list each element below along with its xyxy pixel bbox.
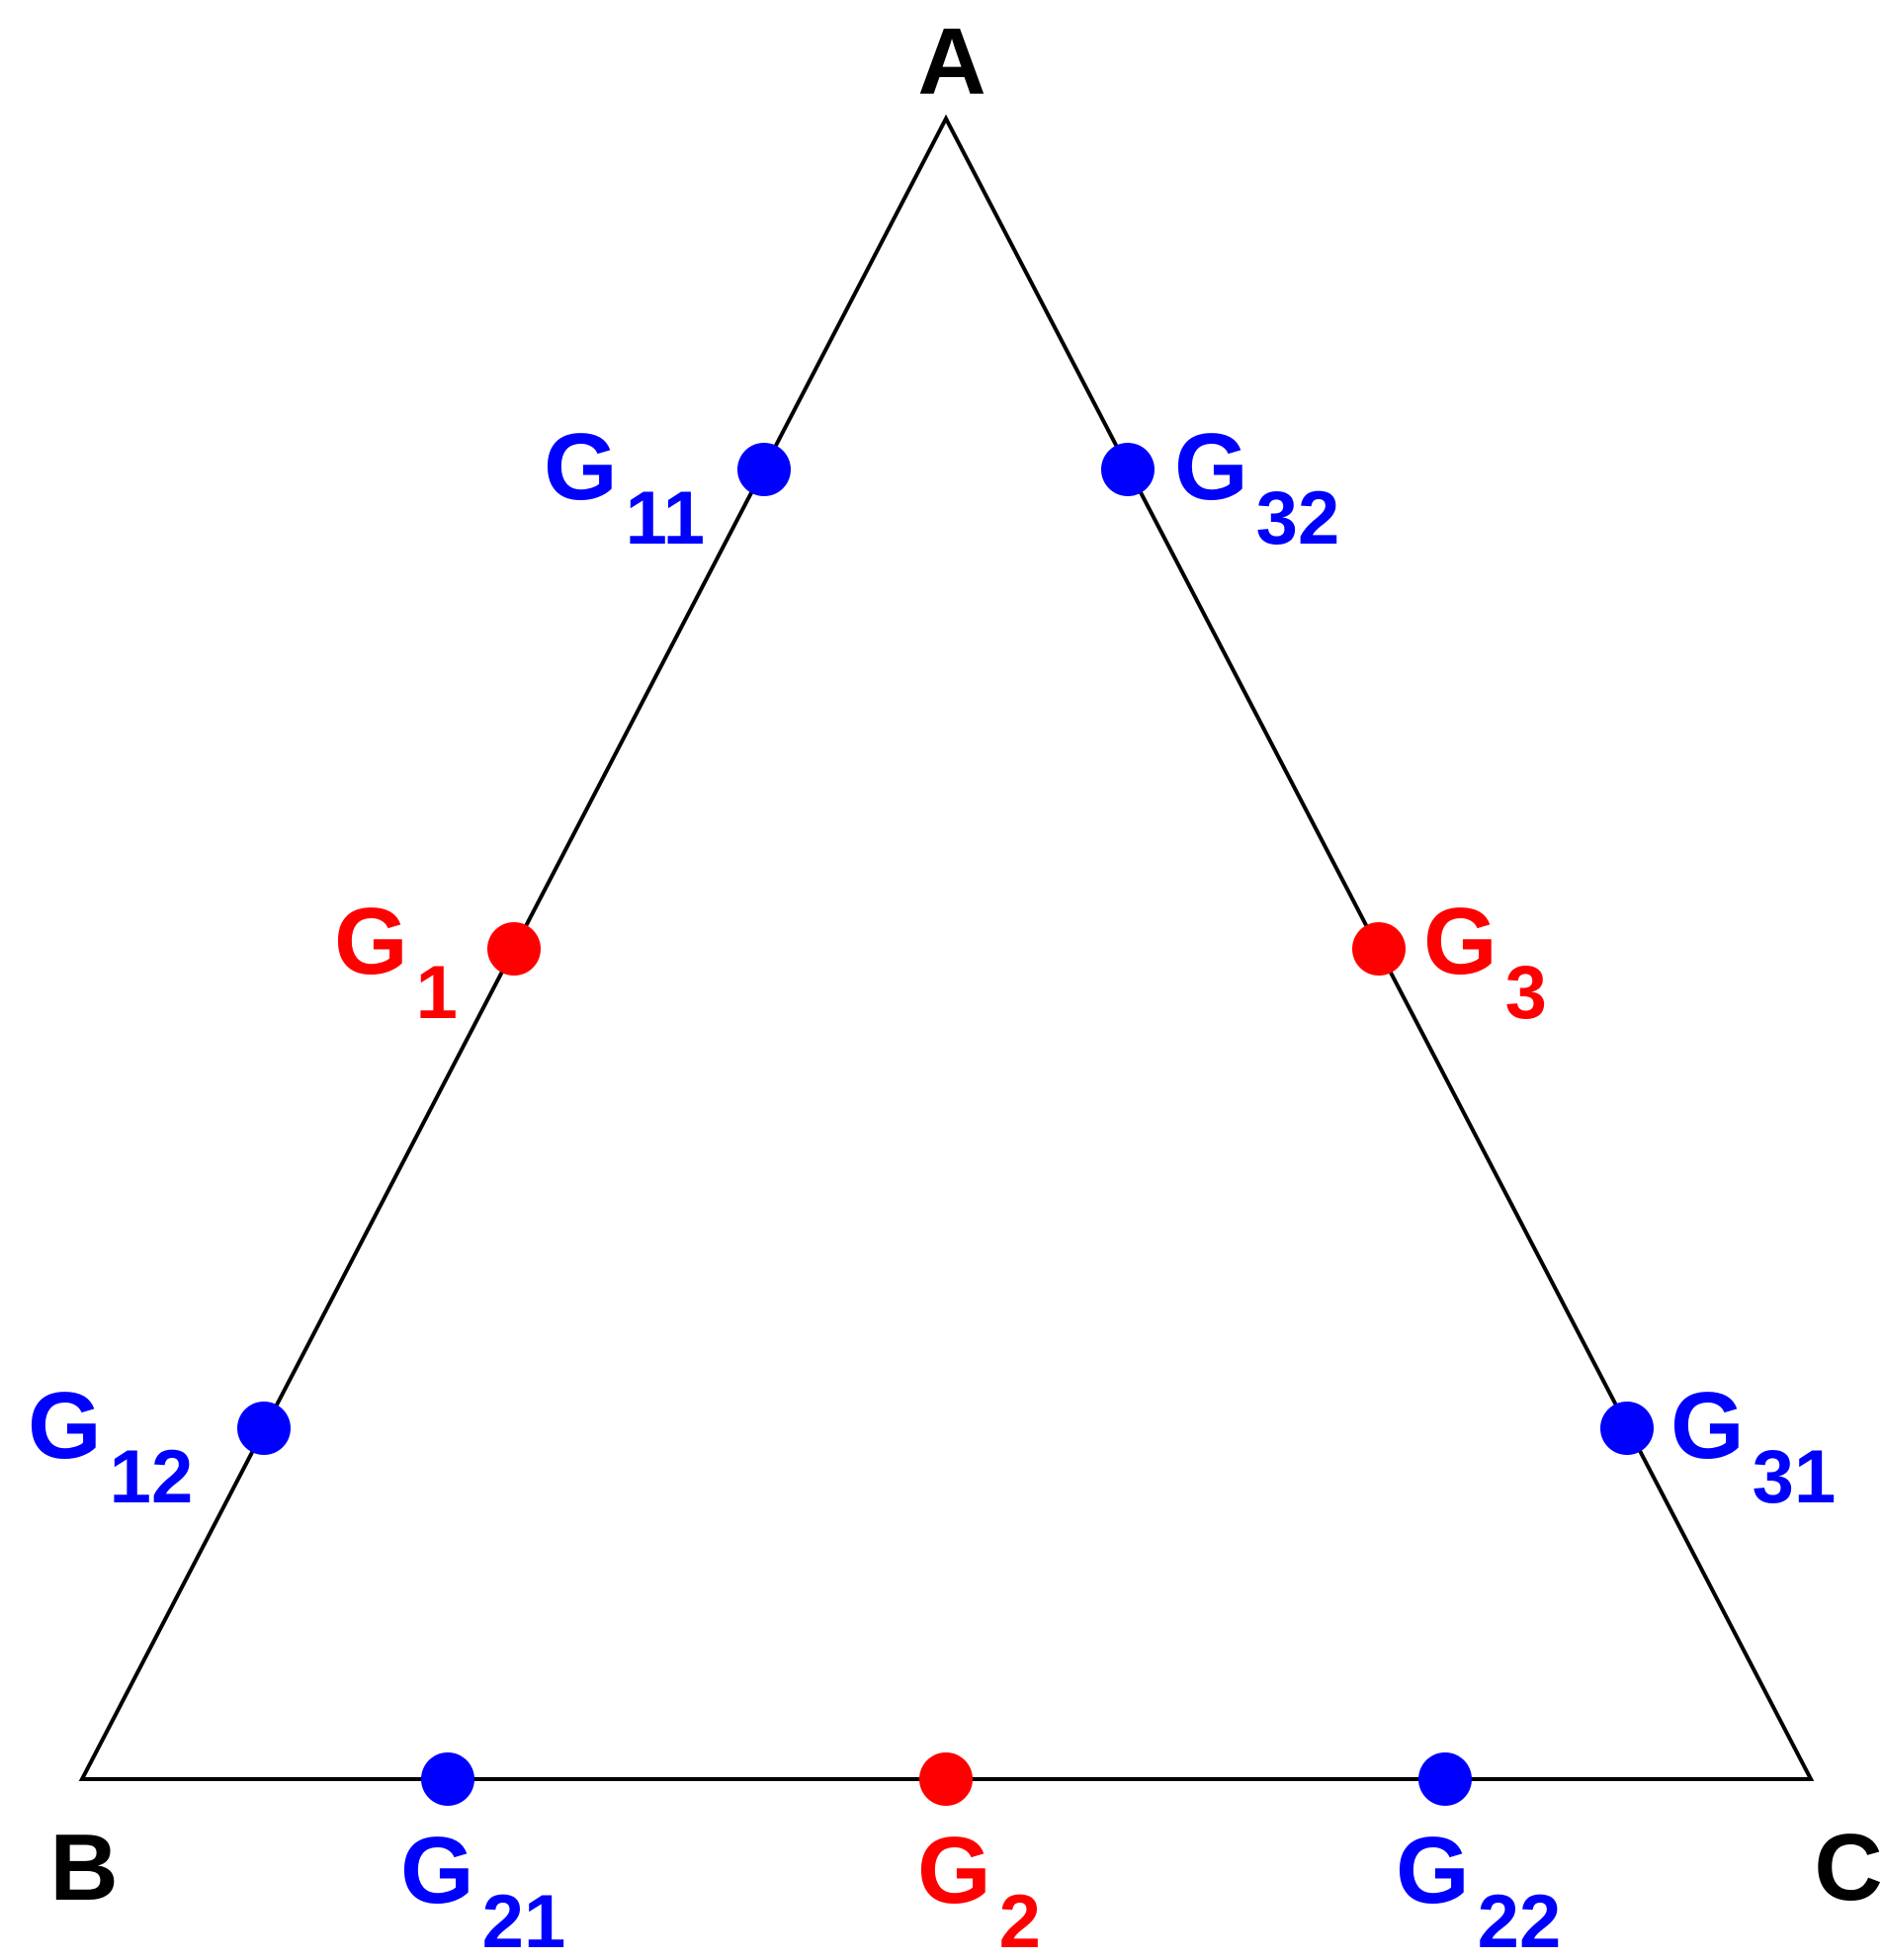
point-label-g31-sub: 31: [1753, 1435, 1837, 1519]
vertex-label-b: B: [49, 1815, 118, 1920]
point-label-g21-main: G: [400, 1818, 474, 1923]
point-g22-dot: [1418, 1752, 1472, 1806]
point-label-g2-main: G: [917, 1818, 991, 1923]
point-g31-dot: [1600, 1402, 1654, 1455]
point-label-g11-main: G: [544, 414, 618, 520]
point-g1-dot: [487, 922, 541, 976]
point-g2-dot: [919, 1752, 973, 1806]
point-label-g21-sub: 21: [482, 1880, 566, 1960]
point-label-g12-sub: 12: [110, 1435, 194, 1519]
point-label-g32-main: G: [1174, 414, 1248, 520]
vertex-label-c: C: [1814, 1815, 1882, 1920]
point-label-g2-sub: 2: [999, 1880, 1041, 1960]
point-g21-dot: [421, 1752, 474, 1806]
point-g3-dot: [1352, 922, 1406, 976]
point-label-g31-main: G: [1670, 1373, 1745, 1479]
point-label-g22-sub: 22: [1478, 1880, 1562, 1960]
point-g11-dot: [737, 443, 791, 496]
point-label-g32-sub: 32: [1256, 476, 1340, 560]
point-label-g12-main: G: [28, 1373, 102, 1479]
point-g32-dot: [1101, 443, 1155, 496]
point-label-g1-main: G: [334, 889, 408, 994]
point-label-g11-sub: 11: [626, 476, 705, 560]
point-label-g22-main: G: [1396, 1818, 1470, 1923]
point-label-g3-main: G: [1423, 889, 1498, 994]
point-g12-dot: [237, 1402, 291, 1455]
point-label-g1-sub: 1: [416, 951, 458, 1035]
point-label-g3-sub: 3: [1505, 951, 1547, 1035]
vertex-label-a: A: [917, 9, 985, 115]
